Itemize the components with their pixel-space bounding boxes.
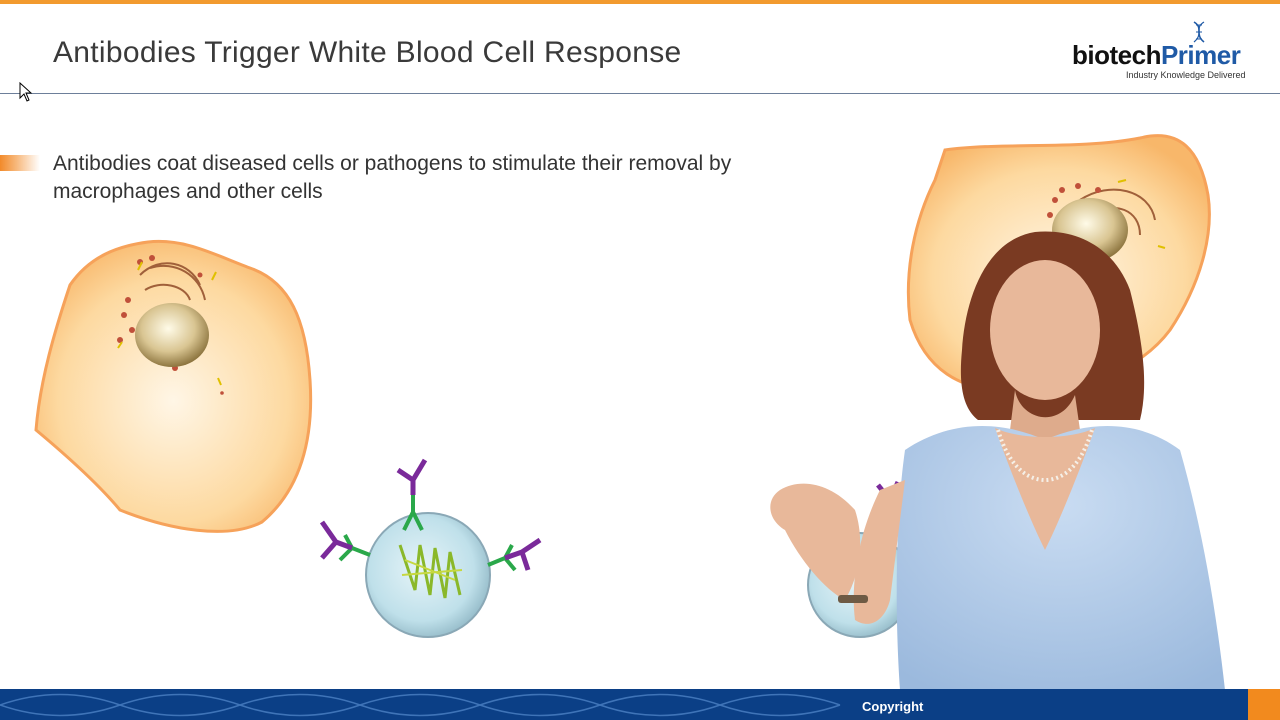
bullet-text: Antibodies coat diseased cells or pathog…: [53, 152, 732, 203]
footer-bar: [0, 689, 1280, 720]
logo-wordmark: biotechPrimer: [1072, 40, 1241, 70]
footer-copyright: Copyright: [862, 699, 924, 714]
bullet-marker: [0, 155, 40, 171]
antibody-right: [487, 537, 542, 572]
logo-tagline: Industry Knowledge Delivered: [1126, 70, 1246, 80]
macrophage-left: [34, 239, 313, 533]
pathogen-cell: [365, 512, 491, 638]
footer-orange-block: [1248, 689, 1280, 720]
dna-pattern-icon: [0, 693, 841, 717]
top-accent-bar: [0, 0, 1280, 4]
antibody-top: [396, 458, 428, 531]
biotech-primer-logo: biotechPrimer Industry Knowledge Deliver…: [1072, 20, 1256, 84]
antibody-left: [319, 520, 371, 562]
header-divider: [0, 93, 1280, 94]
mouse-pointer-icon: [19, 82, 33, 102]
presenter: [770, 231, 1225, 690]
slide-title: Antibodies Trigger White Blood Cell Resp…: [53, 36, 682, 69]
dna-helix-icon: [1193, 21, 1205, 43]
